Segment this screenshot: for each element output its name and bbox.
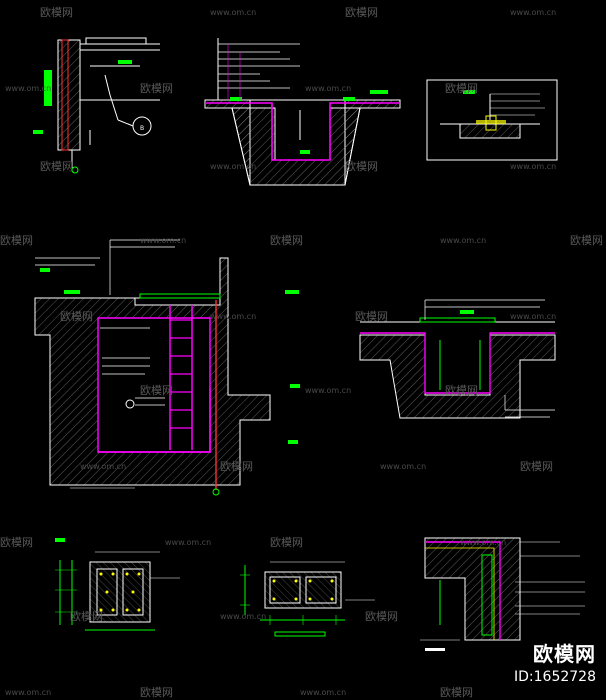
watermark-brand: 欧模网 (520, 460, 553, 473)
watermark-brand: 欧模网 (0, 234, 33, 247)
watermark-brand: 欧模网 (60, 310, 93, 323)
watermark-url: www.om.cn (305, 386, 352, 395)
watermark-url: www.om.cn (300, 688, 347, 697)
watermark-url: www.om.cn (210, 162, 257, 171)
watermark-brand: 欧模网 (345, 160, 378, 173)
watermark-brand: 欧模网 (40, 160, 73, 173)
watermark-brand: 欧模网 (270, 234, 303, 247)
watermark-brand: 欧模网 (0, 536, 33, 549)
watermark-brand: 欧模网 (440, 686, 473, 699)
model-id-label: ID:1652728 (514, 669, 596, 685)
watermark-brand: 欧模网 (140, 82, 173, 95)
watermark-url: www.om.cn (210, 8, 257, 17)
watermark-brand: 欧模网 (270, 536, 303, 549)
watermark-brand: 欧模网 (365, 610, 398, 623)
detail-pit-with-ladder (34, 239, 300, 496)
watermark-url: www.om.cn (460, 538, 507, 547)
watermark-url: www.om.cn (140, 236, 187, 245)
detail-boxed-joint (426, 79, 558, 161)
watermark-url: www.om.cn (165, 538, 212, 547)
watermark-brand: 欧模网 (70, 610, 103, 623)
watermark-brand: 欧模网 (570, 234, 603, 247)
watermark-url: www.om.cn (5, 84, 52, 93)
watermark-url: www.om.cn (510, 312, 557, 321)
detail-wall-section-b: B (33, 37, 160, 174)
detail-double-box-plan-a (55, 538, 180, 631)
brand-logo: 欧模网 (533, 642, 596, 666)
watermark-url: www.om.cn (380, 462, 427, 471)
watermark-brand: 欧模网 (445, 82, 478, 95)
watermark-brand: 欧模网 (40, 6, 73, 19)
watermark-brand: 欧模网 (355, 310, 388, 323)
detail-small-trench (359, 299, 556, 419)
watermark-url: www.om.cn (80, 462, 127, 471)
watermark-url: www.om.cn (510, 8, 557, 17)
watermark-brand: 欧模网 (140, 384, 173, 397)
detail-trench-section (204, 38, 401, 186)
watermark-url: www.om.cn (5, 688, 52, 697)
watermark-brand: 欧模网 (445, 384, 478, 397)
detail-double-box-plan-b (240, 561, 375, 637)
brand-badge: 欧模网 ID:1652728 (514, 638, 596, 685)
watermark-brand: 欧模网 (220, 460, 253, 473)
watermark-url: www.om.cn (220, 612, 267, 621)
watermark-url: www.om.cn (210, 312, 257, 321)
watermark-url: www.om.cn (305, 84, 352, 93)
watermark-url: www.om.cn (440, 236, 487, 245)
detail-marker-label: B (140, 125, 144, 132)
detail-corner-waterproofing (420, 537, 585, 651)
watermark-brand: 欧模网 (345, 6, 378, 19)
watermark-url: www.om.cn (510, 162, 557, 171)
watermark-brand: 欧模网 (140, 686, 173, 699)
